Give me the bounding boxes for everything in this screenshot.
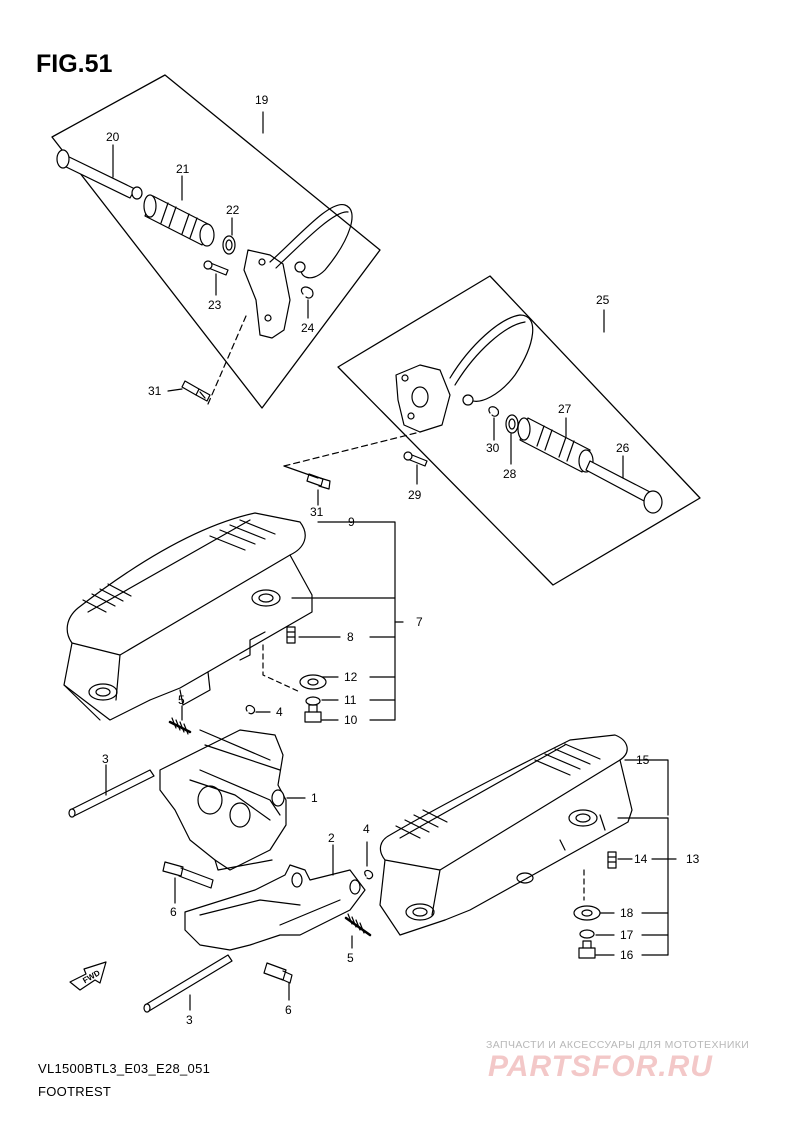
model-code: VL1500BTL3_E03_E28_051 [38, 1061, 211, 1076]
callout-30: 30 [486, 441, 500, 455]
rubber-peg-27 [517, 417, 594, 473]
watermark-logo: PARTSFOR.RU [488, 1050, 713, 1083]
callout-4-upper: 4 [276, 705, 283, 719]
callout-29: 29 [408, 488, 422, 502]
callout-14: 14 [634, 852, 648, 866]
callout-3-upper: 3 [102, 752, 109, 766]
floorboard-right [379, 734, 633, 936]
nut-10 [304, 704, 322, 723]
peg-pin-26 [585, 460, 663, 514]
callout-19: 19 [255, 93, 269, 107]
callout-15: 15 [636, 753, 650, 767]
section-name: FOOTREST [38, 1084, 112, 1099]
floorboard-left [63, 512, 313, 721]
callout-13: 13 [686, 852, 700, 866]
callout-16: 16 [620, 948, 634, 962]
e-ring-30 [488, 406, 500, 417]
assembly-box-19 [51, 74, 381, 409]
bolt-6-lower [263, 962, 293, 984]
pivot-pin-3-lower [143, 954, 233, 1013]
spring-5-upper [168, 717, 192, 735]
assembly-box-25 [337, 275, 701, 586]
bolt-8 [286, 626, 296, 644]
callout-2: 2 [328, 831, 335, 845]
callout-1: 1 [311, 791, 318, 805]
e-ring-24 [300, 286, 314, 299]
callout-5-lower: 5 [347, 951, 354, 965]
callout-20: 20 [106, 130, 120, 144]
leader-15 [624, 759, 669, 816]
bracket-left [243, 203, 353, 339]
callout-9: 9 [348, 515, 355, 529]
callout-8: 8 [347, 630, 354, 644]
callout-3-lower: 3 [186, 1013, 193, 1027]
callout-23: 23 [208, 298, 222, 312]
watermark-text: ЗАПЧАСТИ И АКСЕССУАРЫ ДЛЯ МОТОТЕХНИКИ [486, 1039, 750, 1051]
callout-26: 26 [616, 441, 630, 455]
callout-17: 17 [620, 928, 634, 942]
lock-washer-17 [579, 929, 595, 939]
bolt-14 [607, 851, 617, 869]
floorboard-bracket-1 [159, 729, 287, 871]
bracket-right [395, 314, 534, 433]
leader-9 [317, 521, 396, 623]
callout-31-upper: 31 [148, 384, 162, 398]
bolt-31-upper [181, 380, 211, 402]
callout-6-upper: 6 [170, 905, 177, 919]
rubber-peg-21 [143, 194, 215, 247]
callout-6-lower: 6 [285, 1003, 292, 1017]
figure-title: FIG.51 [36, 50, 113, 78]
pivot-pin-3-upper [68, 769, 155, 818]
e-ring-4-upper [245, 704, 256, 715]
bolt-31-lower [306, 473, 331, 490]
callout-28: 28 [503, 467, 517, 481]
bolt-6-upper [162, 861, 214, 889]
callout-11: 11 [344, 693, 357, 707]
callout-12: 12 [344, 670, 358, 684]
washer-12 [299, 674, 327, 690]
callout-24: 24 [301, 321, 315, 335]
washer-22 [222, 235, 236, 255]
clevis-pin-23 [203, 260, 229, 276]
callout-31-lower: 31 [310, 505, 324, 519]
callout-7: 7 [416, 615, 423, 629]
callout-27: 27 [558, 402, 572, 416]
callout-18: 18 [620, 906, 634, 920]
callout-22: 22 [226, 203, 240, 217]
spring-5-lower [344, 913, 372, 937]
callout-25: 25 [596, 293, 610, 307]
callout-5-upper: 5 [178, 693, 185, 707]
washer-28 [505, 414, 519, 434]
washer-18 [573, 905, 601, 921]
floorboard-bracket-2 [184, 864, 366, 951]
e-ring-4-lower [364, 869, 374, 880]
callout-10: 10 [344, 713, 358, 727]
callout-21: 21 [176, 162, 190, 176]
clevis-pin-29 [403, 451, 428, 467]
nut-16 [578, 940, 596, 959]
callout-4-lower: 4 [363, 822, 370, 836]
lock-washer-11 [305, 696, 321, 706]
forward-arrow-icon [69, 961, 107, 991]
peg-pin-20 [56, 149, 143, 200]
